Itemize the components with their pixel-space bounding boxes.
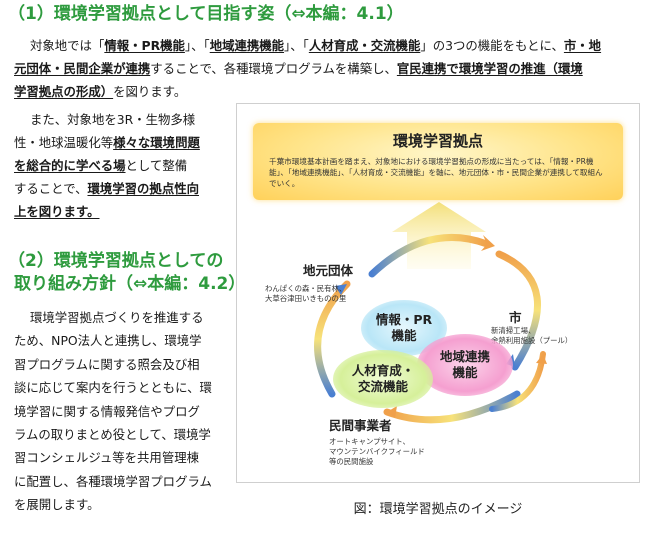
local-groups-title: 地元団体 bbox=[303, 263, 354, 278]
section2-line: ラムの取りまとめ役として、環境学 bbox=[14, 427, 211, 443]
city-title: 市 bbox=[509, 310, 522, 325]
figure-caption: 図：環境学習拠点のイメージ bbox=[353, 502, 523, 517]
human-resource-function-bubble: 人材育成・交流機能 bbox=[333, 350, 433, 408]
section2-line: 習プログラムに関する照会及び相 bbox=[14, 356, 200, 372]
arc-arrow-left bbox=[314, 280, 351, 398]
section1-paragraph2: また、対象地を3R・生物多様 bbox=[30, 112, 196, 127]
section2-line: ため、NPO法人と連携し、環境学 bbox=[14, 333, 202, 349]
section2-line: に配置し、各種環境学習プログラム bbox=[14, 473, 212, 489]
section2-line: を展開します。 bbox=[14, 497, 100, 513]
section2-paragraph: 環境学習拠点づくりを推進する ため、NPO法人と連携し、環境学 習プログラムに関… bbox=[14, 306, 212, 517]
section2-line: 環境学習拠点づくりを推進する bbox=[30, 310, 204, 325]
section2-line: 習コンシェルジュ等を共用管理棟 bbox=[14, 450, 199, 466]
section1-paragraph2-line3: を総合的に学べる場として整備 bbox=[14, 158, 188, 173]
section2-line: 談に応じて案内を行うとともに、環 bbox=[14, 380, 212, 396]
private-business-desc: オートキャンプサイト、 マウンテンバイクフィールド 等の民間施設 bbox=[329, 437, 425, 466]
private-business-title: 民間事業者 bbox=[329, 418, 392, 433]
hub-description: 千葉市環境基本計画を踏まえ、対象地における環境学習拠点の形成に当たっては、「情報… bbox=[269, 157, 603, 188]
arc-arrow-bottom bbox=[383, 390, 521, 424]
regional-cooperation-function-bubble: 地域連携機能 bbox=[417, 334, 513, 396]
hub-box: 環境学習拠点 千葉市環境基本計画を踏まえ、対象地における環境学習拠点の形成に当た… bbox=[253, 123, 623, 200]
section1-paragraph2-line2: 性・地球温暖化等様々な環境問題 bbox=[14, 135, 200, 150]
section1-paragraph1-line3: 学習拠点の形成）を図ります。 bbox=[14, 84, 187, 99]
local-groups-desc: わんぱくの森・民有林、 大草谷津田いきものの里 bbox=[265, 284, 347, 303]
section1-paragraph2-line4: することで、環境学習の拠点性向 bbox=[14, 181, 199, 196]
arc-arrow-left-top bbox=[368, 234, 491, 278]
section1-paragraph2-line5: 上を図ります。 bbox=[14, 204, 100, 219]
hub-title: 環境学習拠点 bbox=[392, 132, 483, 150]
arc-arrow-right bbox=[495, 250, 541, 371]
section1-paragraph1: 対象地では「情報・PR機能」、「地域連携機能」、「人材育成・交流機能」の3つの機… bbox=[30, 38, 602, 53]
section2-heading-line1: （2）環境学習拠点としての bbox=[8, 251, 224, 271]
section2-heading-line2: 取り組み方針（⇔本編：4.2） bbox=[14, 274, 246, 294]
section2-line: 境学習に関する情報発信やプログ bbox=[14, 403, 200, 419]
section1-paragraph1-line2: 元団体・民間企業が連携することで、各種環境プログラムを構築し、官民連携で環境学習… bbox=[14, 61, 583, 76]
city-desc: 新清掃工場、 余熱利用施設（プール） bbox=[491, 326, 573, 345]
arc-arrow-bottom-right bbox=[489, 351, 546, 412]
section1-heading: （1）環境学習拠点として目指す姿（⇔本編：4.1） bbox=[8, 4, 404, 24]
figure-diagram: 環境学習拠点 千葉市環境基本計画を踏まえ、対象地における環境学習拠点の形成に当た… bbox=[236, 103, 640, 483]
